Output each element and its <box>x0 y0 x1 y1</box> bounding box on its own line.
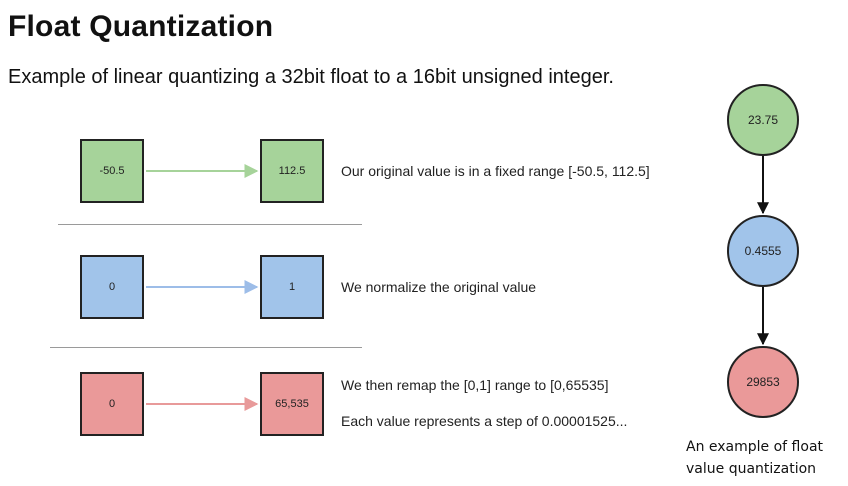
page-title: Float Quantization <box>8 10 274 43</box>
box-normalized-max: 1 <box>260 255 324 319</box>
example-caption-line-1: An example of float <box>686 439 824 455</box>
box-original-max: 112.5 <box>260 139 324 203</box>
note-remap: We then remap the [0,1] range to [0,6553… <box>341 377 609 393</box>
note-step: Each value represents a step of 0.000015… <box>341 413 628 429</box>
box-remapped-max: 65,535 <box>260 372 324 436</box>
example-value-quantized: 29853 <box>727 346 799 418</box>
divider-2 <box>50 347 362 348</box>
example-caption-line-2: value quantization <box>686 461 817 477</box>
box-normalized-min: 0 <box>80 255 144 319</box>
example-value-float: 23.75 <box>727 84 799 156</box>
note-original-range: Our original value is in a fixed range [… <box>341 163 650 179</box>
example-value-normalized: 0.4555 <box>727 215 799 287</box>
note-normalize: We normalize the original value <box>341 279 537 295</box>
box-original-min: -50.5 <box>80 139 144 203</box>
page-subtitle: Example of linear quantizing a 32bit flo… <box>8 66 614 88</box>
divider-1 <box>58 224 362 225</box>
box-remapped-min: 0 <box>80 372 144 436</box>
example-caption: An example of float value quantization <box>686 436 823 480</box>
